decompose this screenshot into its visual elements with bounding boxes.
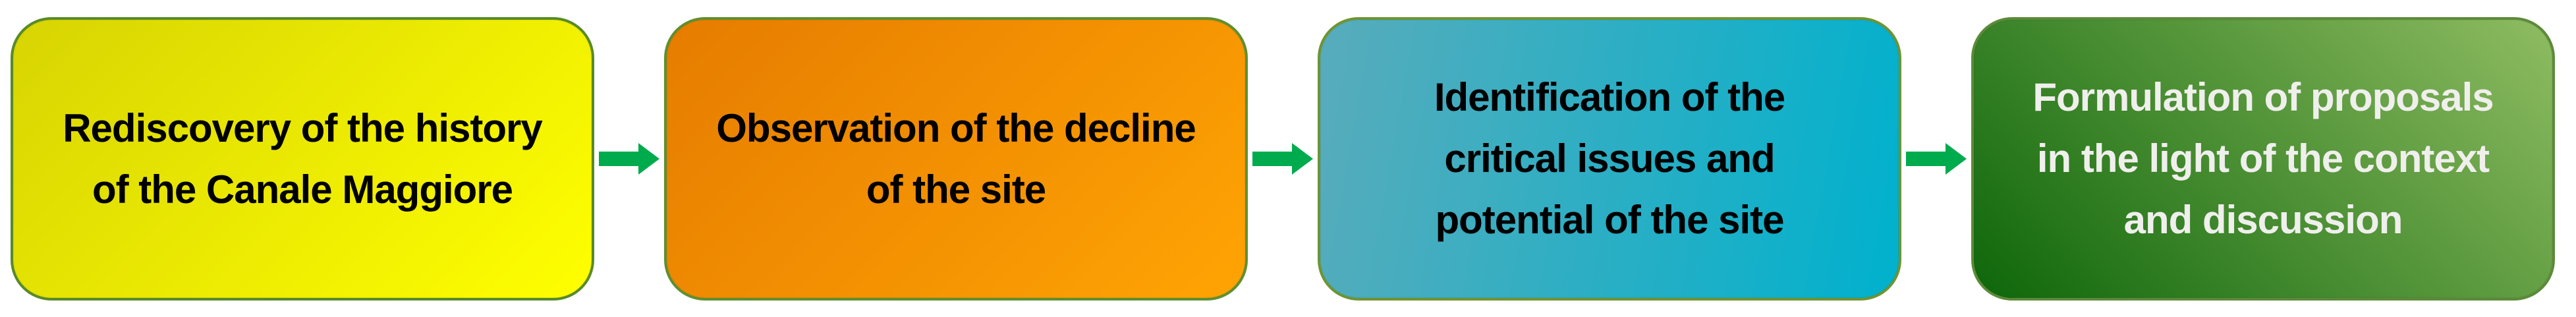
step-box-identification: Identification of the critical issues an…	[1318, 16, 1901, 301]
right-arrow-icon	[1906, 142, 1967, 175]
step-box-formulation: Formulation of proposals in the light of…	[1971, 16, 2555, 301]
flow-arrow-1	[594, 17, 664, 301]
step-label-identification: Identification of the critical issues an…	[1434, 75, 1785, 242]
flow-arrow-2	[1248, 17, 1318, 301]
step-box-observation: Observation of the decline of the site	[664, 16, 1248, 301]
step-box-rediscovery: Rediscovery of the history of the Canale…	[11, 16, 594, 301]
right-arrow-icon	[599, 142, 659, 175]
step-label-observation: Observation of the decline of the site	[716, 105, 1196, 212]
step-label-rediscovery: Rediscovery of the history of the Canale…	[63, 105, 543, 212]
flow-arrow-3	[1901, 17, 1971, 301]
step-label-formulation: Formulation of proposals in the light of…	[2032, 75, 2494, 242]
right-arrow-icon	[1252, 142, 1313, 175]
